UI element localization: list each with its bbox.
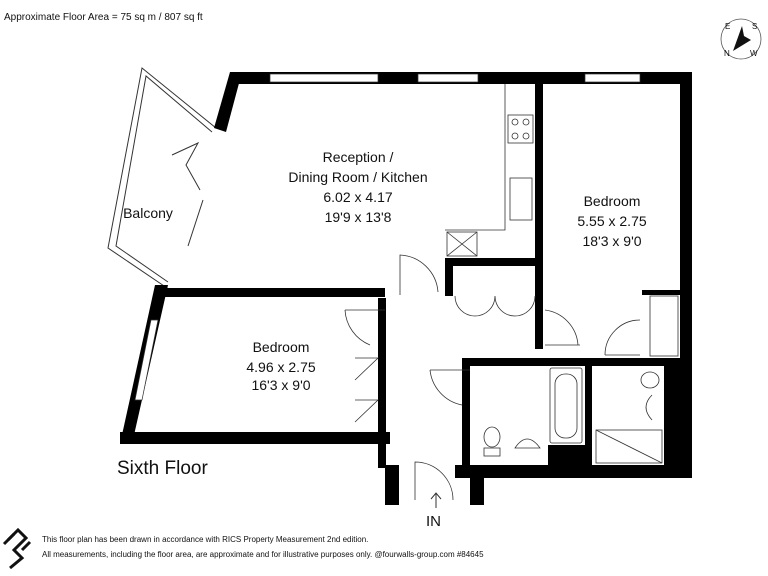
- bathroom-fittings: [483, 295, 679, 464]
- svg-text:19'9 x 13'8: 19'9 x 13'8: [325, 209, 392, 225]
- compass-icon: E S N W: [720, 18, 762, 60]
- floor-label: Sixth Floor: [117, 458, 208, 479]
- door-swings: [344, 254, 641, 501]
- balcony-outline: [107, 67, 217, 291]
- svg-text:W: W: [750, 49, 758, 58]
- svg-text:5.55 x 2.75: 5.55 x 2.75: [577, 213, 646, 229]
- entrance-arrow-icon: [430, 492, 442, 508]
- svg-text:Reception /: Reception /: [323, 149, 394, 165]
- svg-text:4.96 x 2.75: 4.96 x 2.75: [246, 359, 315, 375]
- fourwalls-logo: [2, 527, 32, 570]
- room-label-bedroom-left: Bedroom 4.96 x 2.75 16'3 x 9'0: [246, 339, 315, 393]
- floor-area-text: Approximate Floor Area = 75 sq m / 807 s…: [4, 12, 203, 23]
- svg-text:N: N: [724, 49, 730, 58]
- svg-text:Bedroom: Bedroom: [253, 339, 310, 355]
- footer-disclaimer-line1: This floor plan has been drawn in accord…: [42, 535, 369, 544]
- room-label-bedroom-right: Bedroom 5.55 x 2.75 18'3 x 9'0: [577, 193, 646, 249]
- room-label-balcony: Balcony: [123, 205, 173, 221]
- svg-text:6.02 x 4.17: 6.02 x 4.17: [323, 189, 392, 205]
- svg-text:E: E: [725, 22, 730, 31]
- footer-disclaimer-line2: All measurements, including the floor ar…: [42, 550, 484, 559]
- svg-text:16'3 x 9'0: 16'3 x 9'0: [251, 377, 310, 393]
- svg-text:18'3 x 9'0: 18'3 x 9'0: [582, 233, 641, 249]
- room-label-reception: Reception / Dining Room / Kitchen 6.02 x…: [288, 149, 427, 225]
- svg-text:Dining Room / Kitchen: Dining Room / Kitchen: [288, 169, 427, 185]
- walls: [120, 72, 692, 505]
- svg-text:Bedroom: Bedroom: [584, 193, 641, 209]
- kitchen-units: [445, 84, 534, 257]
- entrance-label: IN: [426, 513, 441, 530]
- svg-text:S: S: [752, 22, 757, 31]
- windows: [134, 73, 641, 401]
